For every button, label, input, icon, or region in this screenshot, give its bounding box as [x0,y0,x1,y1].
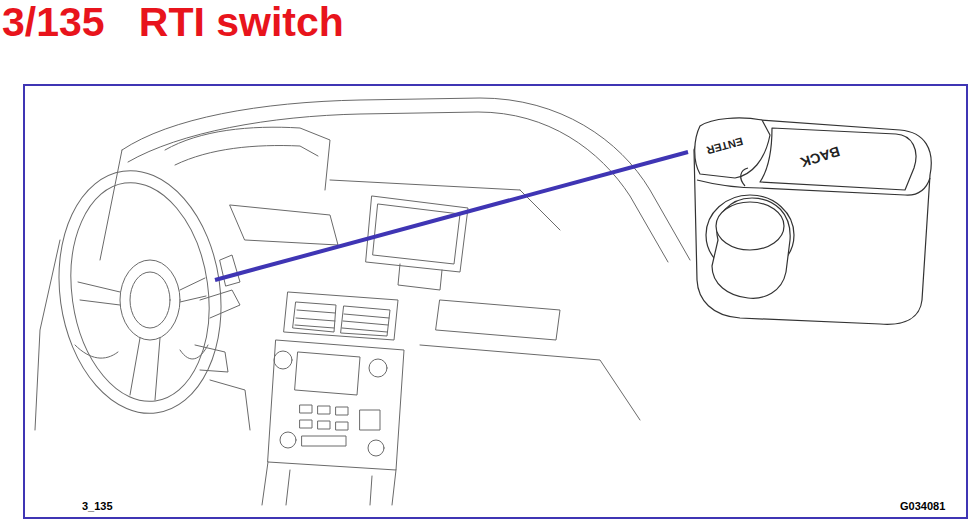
steering-spokes [75,345,208,359]
cluster [230,205,338,245]
stalk [200,290,240,318]
button-edge [741,168,748,186]
radio-knob [274,351,292,369]
cluster-hood [165,127,330,190]
frame-border [24,85,967,518]
dash-line [330,180,560,230]
radio-buttons [300,405,380,446]
display-base [398,264,442,290]
drawing-id: G034081 [900,501,945,512]
steering-wheel [44,160,236,424]
dash-edge [128,112,668,262]
switch-location [220,255,240,286]
dashboard-drawing [35,98,690,505]
steering-hub [120,260,180,340]
radio-knob [369,359,387,377]
knob [712,198,790,298]
dash-side [100,150,122,260]
air-vent [284,292,398,340]
door-line [35,240,60,430]
knob-top [716,202,784,250]
enter-button [695,118,770,178]
steering-spokes [78,278,206,400]
rti-switch [694,118,931,324]
air-vent [293,302,390,336]
leader-line [215,152,688,280]
column [195,345,228,372]
dash-line [210,345,640,430]
cluster-hood [175,146,318,165]
steering-hub [130,272,170,328]
figure-number: 3_135 [82,501,113,512]
back-button [760,128,916,190]
page-title: 3/135 RTI switch [2,2,344,43]
centre-stack [268,340,404,470]
steering-wheel [57,174,222,411]
radio-knob [280,432,296,448]
console [262,462,396,505]
air-vent [436,300,560,340]
radio-knob [368,440,384,456]
radio-display [295,352,360,395]
air-vent [295,310,389,332]
